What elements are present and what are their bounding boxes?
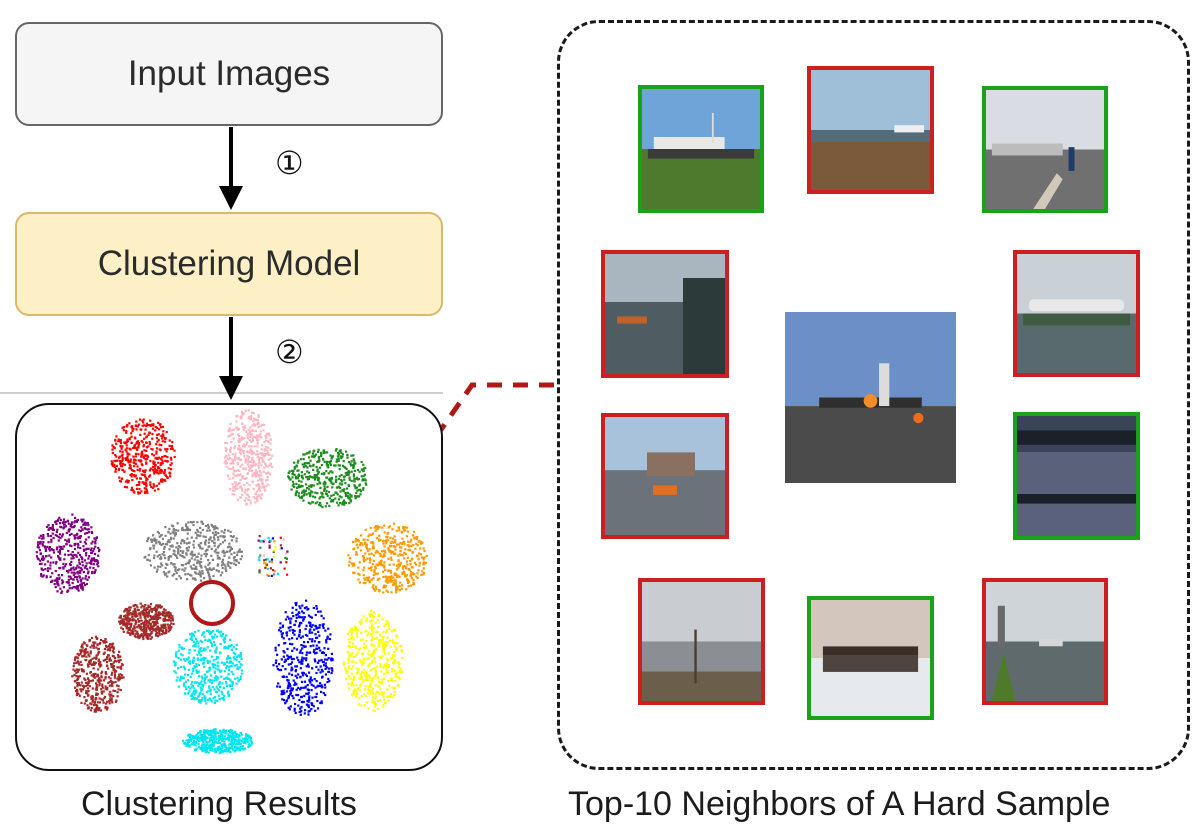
cluster-4 bbox=[35, 513, 101, 594]
neighbor-thumbnail-10 bbox=[982, 578, 1108, 705]
neighbor-thumbnail-6 bbox=[601, 413, 729, 539]
cluster-7 bbox=[118, 602, 175, 641]
neighbor-thumbnail-4 bbox=[601, 250, 729, 378]
neighbor-thumbnail-8 bbox=[638, 578, 765, 705]
cluster-6 bbox=[347, 522, 428, 594]
cluster-8 bbox=[71, 635, 125, 713]
step-2-label: ② bbox=[275, 334, 304, 370]
input-images-box: Input Images bbox=[15, 22, 443, 126]
cluster-11 bbox=[272, 599, 334, 716]
clustering-results-panel bbox=[15, 403, 443, 771]
mixed-points bbox=[257, 535, 289, 578]
cluster-9 bbox=[172, 629, 244, 705]
arrow-1-head bbox=[219, 186, 243, 210]
neighbor-thumbnail-9 bbox=[807, 596, 934, 720]
clustering-results-caption: Clustering Results bbox=[81, 785, 357, 823]
neighbors-caption: Top-10 Neighbors of A Hard Sample bbox=[568, 785, 1111, 823]
hard-sample-highlight-circle bbox=[189, 580, 235, 626]
cluster-12 bbox=[342, 610, 404, 712]
neighbor-thumbnail-3 bbox=[982, 86, 1108, 213]
neighbor-thumbnail-5 bbox=[1013, 250, 1140, 377]
cluster-10 bbox=[182, 728, 253, 755]
arrow-2-head bbox=[219, 376, 243, 400]
neighbor-thumbnail-1 bbox=[638, 85, 764, 213]
neighbor-thumbnail-7 bbox=[1013, 412, 1140, 540]
cluster-3 bbox=[287, 448, 368, 509]
neighbors-panel bbox=[557, 20, 1190, 770]
neighbor-thumbnail-2 bbox=[807, 66, 934, 194]
step-1-label: ① bbox=[275, 145, 304, 181]
cluster-2 bbox=[223, 409, 274, 506]
cluster-5 bbox=[143, 520, 244, 582]
cluster-scatter-plot bbox=[35, 409, 428, 755]
clustering-model-box: Clustering Model bbox=[15, 212, 443, 316]
cluster-1 bbox=[110, 418, 176, 495]
hard-sample-image bbox=[785, 312, 956, 483]
